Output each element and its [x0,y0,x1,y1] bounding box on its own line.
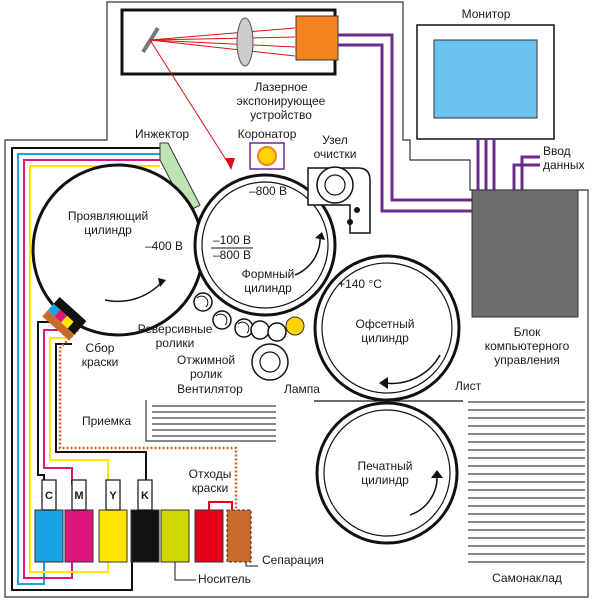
waste-separation-link [208,501,233,510]
cleaning-dot-2 [347,219,353,225]
form-arrowhead [315,232,325,240]
offset-label-1: Офсетный [356,317,415,331]
data-input-label-1: Ввод [543,144,571,158]
impression-rotation-arrow [409,474,438,516]
squeeze-label-2: ролик [190,367,223,381]
reverse-rollers [193,292,254,338]
developer-label-2: цилиндр [84,223,132,237]
control-unit [471,189,579,318]
laser-lens [236,17,254,67]
ink-collector-label-2: краски [82,355,119,369]
laser-label-2: экспонирующее [237,94,326,108]
reverse-label-1: Реверсивные [138,322,213,336]
developer-arrowhead [158,278,166,287]
ink-label-k: K [141,490,149,502]
impression-label-1: Печатный [357,459,412,473]
form-top-voltage: –800 В [249,184,287,198]
laser-source [295,15,339,61]
impression-cylinder-inner [323,409,451,537]
cleaning-roller-core [324,174,346,196]
machine-frame [4,1,589,598]
carrier-tank [160,509,190,563]
offset-rotation-arrow [384,354,441,385]
form-label-2: цилиндр [244,281,292,295]
ink-tank-m: M [64,479,94,563]
laser-exposure-unit [120,8,339,170]
cleaning-label-1: Узел [322,133,348,147]
delivery-label: Приемка [82,414,131,428]
corotron-glow [257,146,277,166]
delivery-stack [145,400,276,442]
sheet-label: Лист [455,379,482,393]
form-label-1: Формный [242,267,295,281]
ink-tank-k: K [130,479,160,563]
laser-label-3: устройство [250,108,312,122]
separation-label: Сепарация [262,553,324,567]
separation-callout [245,562,258,567]
injector-label: Инжектор [135,127,189,141]
fan-label: Вентилятор [177,382,243,396]
form-cylinder-inner [201,181,329,309]
ink-collector [42,297,87,341]
laser-beams [149,27,296,167]
control-label-1: Блок [514,325,542,339]
carrier-callout [174,562,196,581]
separation-tank [226,509,252,563]
ink-label-y: Y [109,490,117,502]
monitor-label: Монитор [462,7,511,21]
form-cylinder [193,173,337,317]
impression-arrowhead [431,470,443,478]
laser-beam-arrowhead [225,158,235,170]
squeeze-label-1: Отжимной [177,353,235,367]
offset-cylinder-inner [321,262,453,394]
data-cables [338,33,540,213]
fan [251,343,289,381]
waste-ink-tank [194,509,224,563]
ink-tank-y: Y [98,479,128,563]
offset-arrowhead [379,377,388,389]
reverse-label-2: ролики [156,336,195,350]
ink-collector-label-1: Сбор [86,341,115,355]
carrier-label: Носитель [198,572,251,586]
control-label-3: управления [494,353,559,367]
form-frac-top: –100 В [213,233,251,247]
developer-voltage: –400 В [145,239,183,253]
reverse-roller-arrows [196,295,250,334]
offset-temp: +140 °С [338,277,382,291]
corotron-label: Коронатор [238,127,297,141]
monitor [416,24,555,140]
developer-rotation-arrow [104,283,161,303]
cleaning-dot-1 [354,207,360,213]
data-input-label-2: данных [543,158,585,172]
autofeed-label: Самонаклад [492,571,562,585]
monitor-screen [433,39,538,119]
waste-label-2: краски [192,481,229,495]
ink-label-m: M [74,490,83,502]
form-frac-bottom: –800 В [213,248,251,262]
waste-label-1: Отходы [189,467,232,481]
offset-cylinder [313,254,461,402]
ink-label-c: C [45,490,53,502]
impression-label-2: цилиндр [361,473,409,487]
laser-label-1: Лазерное [254,80,307,94]
ink-tank-c: C [34,479,64,563]
squeeze-roller [250,320,287,342]
developer-label-1: Проявляющий [68,209,148,223]
form-rotation-arrow [294,234,321,276]
lamp-label: Лампа [284,382,320,396]
cleaning-label-2: очистки [314,147,357,161]
control-label-2: компьютерного [485,339,570,353]
autofeed-stack [468,401,585,563]
offset-label-2: цилиндр [361,331,409,345]
lamp [285,316,305,336]
